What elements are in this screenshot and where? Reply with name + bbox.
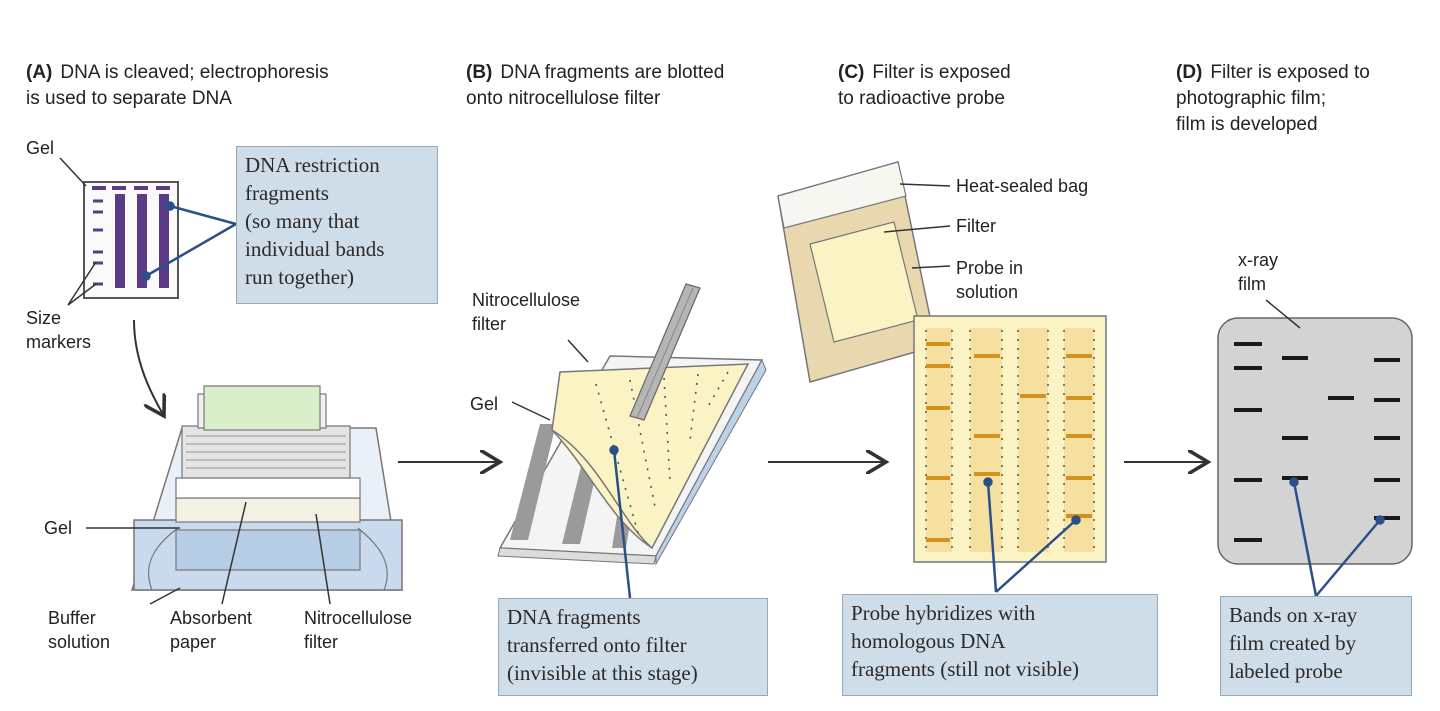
- transferred-pointer: [609, 445, 632, 599]
- absorbent-paper-label: Absorbent paper: [170, 608, 253, 652]
- step-b-title: (B)DNA fragments are blotted onto nitroc…: [466, 62, 725, 109]
- absorbent-paper-stack: [181, 425, 351, 479]
- gel-b-label: Gel: [470, 394, 499, 414]
- nitrocellulose-filter-a-label: Nitrocellulose filter: [304, 608, 413, 652]
- gel-label: Gel: [26, 138, 55, 158]
- blotting-apparatus: [130, 385, 403, 591]
- heat-sealed-bag: [777, 161, 937, 383]
- forceps: [629, 283, 701, 421]
- size-markers-label: Size markers: [26, 308, 92, 352]
- heat-sealed-bag-label: Heat-sealed bag: [956, 176, 1089, 196]
- gel-slab: [83, 181, 179, 299]
- step-c-title: (C)Filter is exposed to radioactive prob…: [838, 62, 1011, 109]
- weight-block: [203, 385, 321, 431]
- bands-pointer: [1289, 477, 1385, 597]
- fragments-pointer: [141, 201, 237, 281]
- lane-2: [137, 194, 147, 288]
- lane-1: [115, 194, 125, 288]
- lane-3: [159, 194, 169, 288]
- step-a-title: (A)DNA is cleaved; electrophoresis is us…: [26, 62, 329, 109]
- nitrocellulose-filter-b-label: Nitrocellulose filter: [472, 290, 581, 334]
- filter-label: Filter: [956, 216, 996, 236]
- buffer-solution-label: Buffer solution: [48, 608, 111, 652]
- probe-in-solution-label: Probe in solution: [956, 258, 1024, 302]
- restriction-fragments-callout: DNA restriction fragments (so many that …: [236, 146, 438, 304]
- xray-film-label: x-ray film: [1238, 250, 1278, 294]
- hybridizes-pointer: [983, 477, 1081, 593]
- gel-tray-label: Gel: [44, 518, 73, 538]
- bands-callout: Bands on x-ray film created by labeled p…: [1220, 596, 1412, 696]
- probed-filter: [913, 315, 1107, 563]
- step-d-title: (D)Filter is exposed to photographic fil…: [1176, 62, 1370, 135]
- transferred-callout: DNA fragments transferred onto filter (i…: [498, 598, 768, 696]
- hybridizes-callout: Probe hybridizes with homologous DNA fra…: [842, 594, 1158, 696]
- probe-bands: [926, 342, 1092, 542]
- xray-film: [1217, 317, 1413, 565]
- gel-with-filter: [497, 283, 767, 566]
